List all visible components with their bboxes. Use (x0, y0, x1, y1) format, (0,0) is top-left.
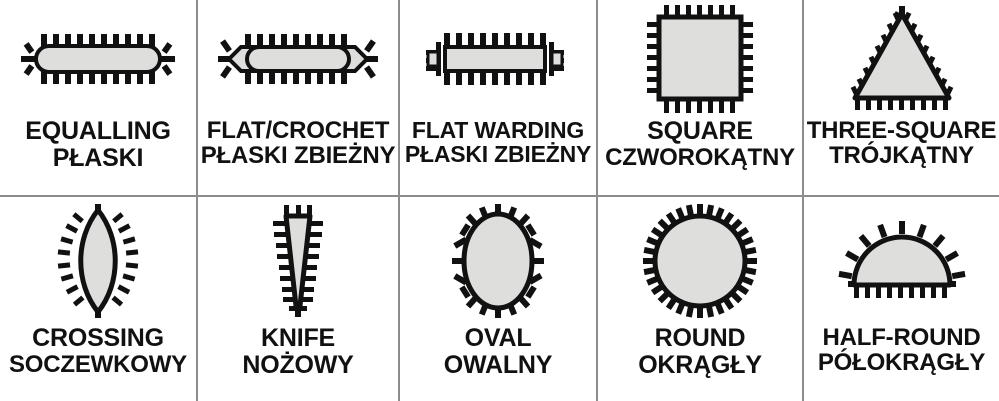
label-pl: PŁASKI ZBIEŻNY (404, 141, 592, 168)
flat-crochet-file-cross-section-icon (218, 34, 378, 84)
figure-half-round (804, 197, 999, 325)
figure-oval (400, 197, 596, 325)
labels-flat-crochet: FLAT/CROCHET PŁASKI ZBIEŻNY (198, 118, 398, 169)
figure-round (598, 197, 802, 325)
chart-cell-round: ROUND OKRĄGŁY (598, 197, 804, 401)
label-en: CROSSING (32, 324, 164, 352)
labels-square: SQUARE CZWOROKĄTNY (598, 118, 802, 170)
label-en: FLAT WARDING (411, 117, 585, 143)
label-en: OVAL (464, 324, 532, 352)
round-file-cross-section-icon (643, 204, 757, 318)
labels-three-square: THREE-SQUARE TRÓJKĄTNY (804, 118, 999, 169)
chart-cell-knife: KNIFE NOŻOWY (198, 197, 400, 401)
crossing-file-cross-section-icon (57, 204, 139, 318)
chart-cell-flat-warding: FLAT WARDING PŁASKI ZBIEŻNY (400, 0, 598, 197)
knife-file-cross-section-icon (273, 205, 323, 317)
square-file-cross-section-icon (647, 5, 753, 113)
label-en: EQUALLING (25, 117, 171, 145)
labels-equalling: EQUALLING PŁASKI (0, 118, 196, 171)
figure-crossing (0, 197, 196, 325)
label-en: HALF-ROUND (822, 324, 981, 351)
figure-flat-crochet (198, 0, 398, 118)
labels-flat-warding: FLAT WARDING PŁASKI ZBIEŻNY (400, 118, 596, 167)
label-pl: PŁASKI (52, 143, 144, 172)
labels-round: ROUND OKRĄGŁY (598, 325, 802, 378)
chart-cell-crossing: CROSSING SOCZEWKOWY (0, 197, 198, 401)
figure-equalling (0, 0, 196, 118)
label-pl: OKRĄGŁY (638, 350, 762, 379)
label-en: FLAT/CROCHET (206, 117, 390, 144)
chart-cell-equalling: EQUALLING PŁASKI (0, 0, 198, 197)
label-pl: SOCZEWKOWY (9, 350, 187, 378)
label-en: THREE-SQUARE (806, 117, 997, 144)
labels-knife: KNIFE NOŻOWY (198, 325, 398, 378)
figure-square (598, 0, 802, 118)
chart-cell-square: SQUARE CZWOROKĄTNY (598, 0, 804, 197)
label-pl: PŁASKI ZBIEŻNY (200, 142, 396, 170)
label-en: SQUARE (647, 117, 753, 145)
chart-cell-flat-crochet: FLAT/CROCHET PŁASKI ZBIEŻNY (198, 0, 400, 197)
labels-half-round: HALF-ROUND PÓŁOKRĄGŁY (804, 325, 999, 376)
label-pl: CZWOROKĄTNY (605, 143, 795, 171)
flat-warding-file-cross-section-icon (426, 33, 564, 85)
label-pl: TRÓJKĄTNY (829, 142, 974, 170)
labels-crossing: CROSSING SOCZEWKOWY (0, 325, 196, 377)
figure-knife (198, 197, 398, 325)
figure-flat-warding (400, 0, 596, 118)
labels-oval: OVAL OWALNY (400, 325, 596, 378)
figure-three-square (804, 0, 999, 118)
label-en: KNIFE (260, 324, 335, 352)
flat-file-cross-section-icon (21, 34, 175, 84)
label-en: ROUND (654, 324, 746, 352)
chart-cell-three-square: THREE-SQUARE TRÓJKĄTNY (804, 0, 999, 197)
half-round-file-cross-section-icon (837, 221, 966, 298)
chart-cell-half-round: HALF-ROUND PÓŁOKRĄGŁY (804, 197, 999, 401)
chart-cell-oval: OVAL OWALNY (400, 197, 598, 401)
label-pl: PÓŁOKRĄGŁY (817, 349, 986, 377)
three-square-file-cross-section-icon (850, 6, 953, 110)
label-pl: NOŻOWY (242, 350, 354, 379)
label-pl: OWALNY (443, 350, 553, 379)
oval-file-cross-section-icon (452, 204, 544, 318)
